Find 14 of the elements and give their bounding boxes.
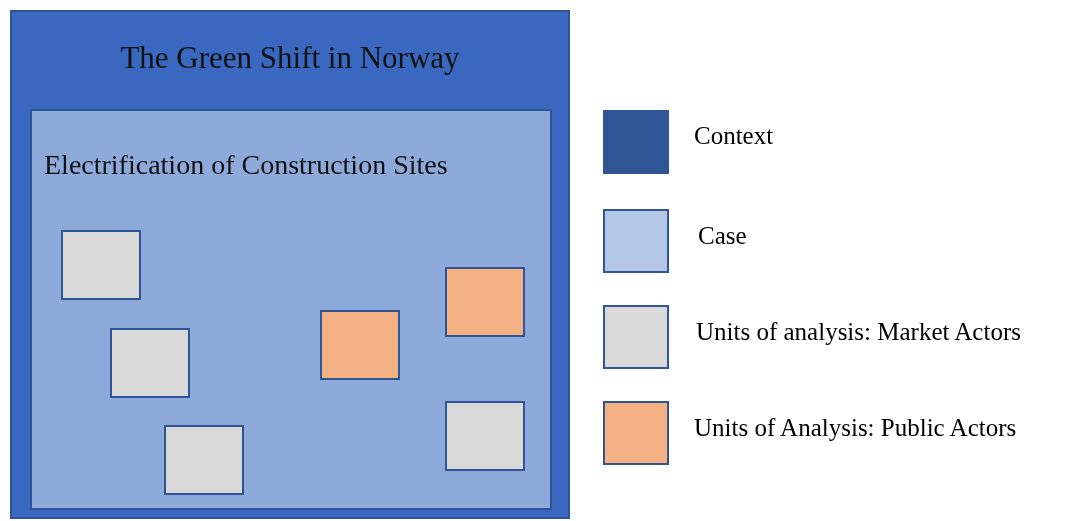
box-heading: The Green Shift in Norway: [120, 40, 460, 76]
public-actor-box: [445, 267, 525, 337]
legend-label: Case: [698, 222, 747, 250]
box-heading: Electrification of Construction Sites: [44, 149, 448, 181]
market-actor-box: [445, 401, 525, 471]
market-actor-box: [61, 230, 141, 300]
case-box: [30, 109, 552, 510]
context-box: [10, 10, 570, 519]
market-actor-box: [110, 328, 190, 398]
legend-label: Context: [694, 122, 774, 150]
market-actor-box: [164, 425, 244, 495]
public-actor-box: [320, 310, 400, 380]
legend-label: Units of Analysis: Public Actors: [694, 414, 1017, 442]
legend-label: Units of analysis: Market Actors: [696, 318, 1021, 346]
